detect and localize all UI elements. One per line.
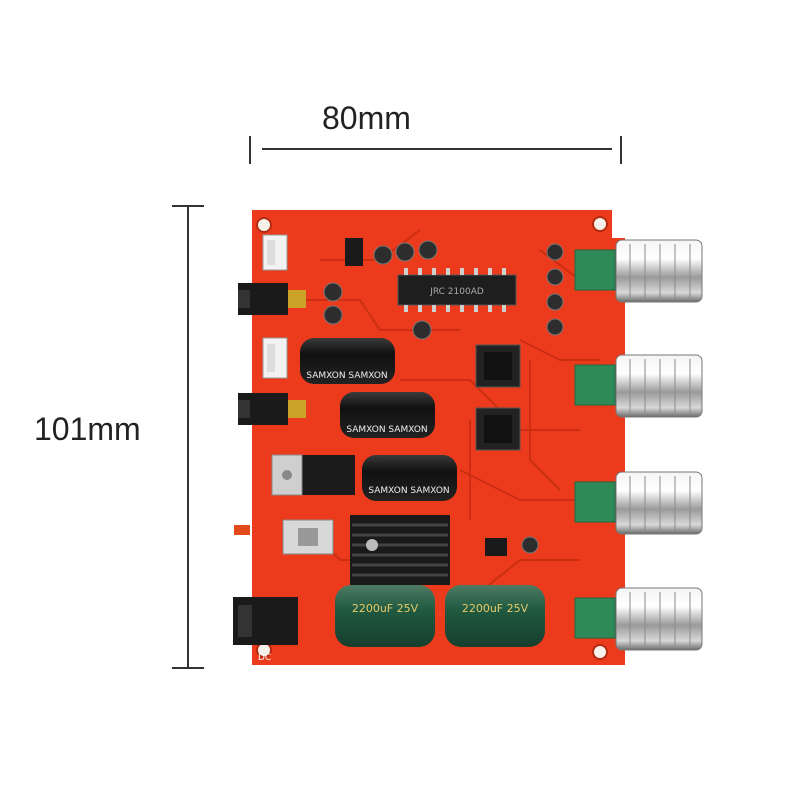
width-dimension-tick-right — [620, 136, 622, 164]
small-capacitors — [323, 240, 564, 554]
audio-jack-middle — [238, 393, 306, 425]
op-amp-socket-2 — [475, 407, 521, 451]
potentiometer-knob-2 — [574, 354, 703, 418]
voltage-regulator — [271, 454, 355, 496]
capacitor-label: 2200uF 25V — [462, 602, 529, 615]
height-dimension-tick-bottom — [172, 667, 204, 669]
height-dimension-tick-top — [172, 205, 204, 207]
width-dimension-line — [262, 148, 612, 150]
potentiometer-knob-3 — [574, 471, 703, 535]
capacitor-2200uf-2: 2200uF 25V — [445, 585, 545, 647]
ic-chip-main: JRC 2100AD — [397, 268, 517, 312]
capacitor-samxon-3: SAMXON SAMXON — [362, 455, 457, 501]
heatsink — [350, 515, 450, 585]
width-dimension-label: 80mm — [322, 100, 411, 136]
power-switch — [234, 519, 334, 555]
header-connector-top — [262, 234, 288, 271]
height-dimension-label: 101mm — [34, 411, 141, 447]
audio-jack-top — [238, 283, 306, 315]
op-amp-socket-1 — [475, 344, 521, 388]
potentiometer-knob-1 — [574, 239, 703, 303]
header-connector-middle — [262, 337, 288, 379]
dc-label: DC — [258, 653, 271, 663]
capacitor-label: 2200uF 25V — [352, 602, 419, 615]
small-ic — [485, 538, 507, 556]
capacitor-2200uf-1: 2200uF 25V — [335, 585, 435, 647]
potentiometer-knob-4 — [574, 587, 703, 651]
width-dimension-tick-left — [249, 136, 251, 164]
capacitor-samxon-1: SAMXON SAMXON — [300, 338, 395, 384]
capacitor-label: SAMXON SAMXON — [346, 425, 427, 435]
capacitor-label: SAMXON SAMXON — [306, 371, 387, 381]
dc-power-jack: DC — [233, 597, 298, 663]
jumper-header — [345, 238, 363, 266]
ic-chip-label: JRC 2100AD — [429, 287, 484, 297]
capacitor-label: SAMXON SAMXON — [368, 486, 449, 496]
height-dimension-line — [187, 207, 189, 669]
capacitor-samxon-2: SAMXON SAMXON — [340, 392, 435, 438]
